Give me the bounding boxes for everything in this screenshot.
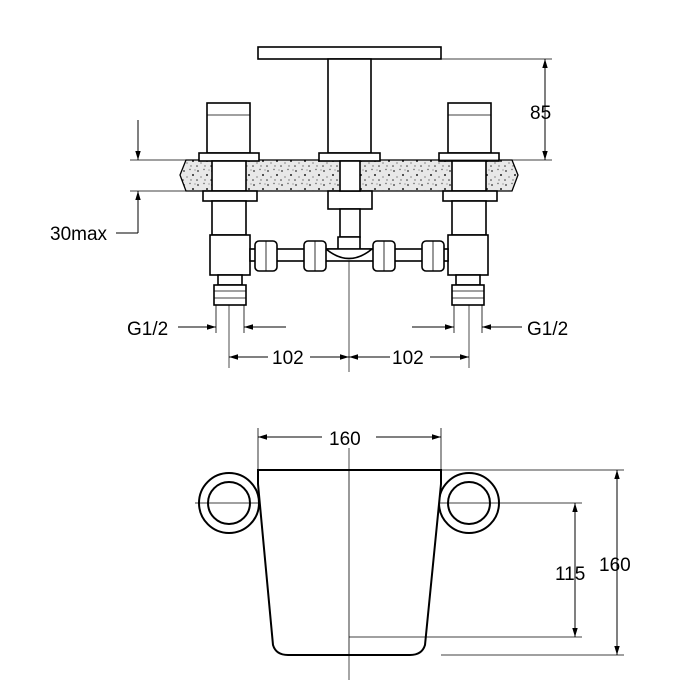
dim-spout-reach-inner-label: 115 bbox=[555, 564, 585, 585]
left-handle-inner-ring bbox=[207, 481, 251, 525]
dim-85-label: 85 bbox=[530, 103, 551, 124]
dim-85: 85 bbox=[380, 58, 552, 161]
spout-under-nut bbox=[327, 190, 373, 210]
spout-head-plate bbox=[257, 46, 442, 60]
dim-spacing: 102 102 bbox=[229, 348, 469, 369]
right-valve bbox=[438, 102, 500, 306]
spout-tee-stem bbox=[339, 208, 361, 238]
dim-spacing-left-label: 102 bbox=[272, 348, 304, 369]
dim-thread-right: G1/2 bbox=[412, 305, 568, 340]
left-valve-handle bbox=[206, 102, 251, 154]
right-valve-handle bbox=[447, 102, 492, 154]
dim-30max: 30max bbox=[50, 120, 186, 245]
right-valve-nut bbox=[442, 190, 498, 202]
front-elevation: 85 30max G1/2 G1/2 bbox=[50, 46, 568, 372]
left-valve-flange bbox=[198, 152, 260, 162]
dim-spacing-right-label: 102 bbox=[392, 348, 424, 369]
right-inlet-fitting bbox=[451, 284, 485, 306]
dim-spout-width: 160 bbox=[257, 428, 442, 470]
connecting-pipe bbox=[249, 236, 449, 272]
left-valve-nut bbox=[202, 190, 258, 202]
spout-base-flange bbox=[318, 152, 381, 162]
dim-thread-right-label: G1/2 bbox=[527, 319, 568, 340]
top-view: 160 115 160 bbox=[195, 428, 631, 680]
spout-shank bbox=[339, 160, 361, 192]
left-inlet-fitting bbox=[213, 284, 247, 306]
dim-30max-label: 30max bbox=[50, 224, 108, 245]
spout-column bbox=[327, 58, 372, 154]
dim-thread-left-label: G1/2 bbox=[127, 319, 168, 340]
dim-spout-reach-inner: 115 bbox=[349, 502, 585, 638]
right-valve-body bbox=[447, 234, 489, 276]
left-valve bbox=[198, 102, 260, 306]
left-valve-body bbox=[209, 234, 251, 276]
dim-thread-left: G1/2 bbox=[127, 305, 286, 340]
dim-spout-width-label: 160 bbox=[329, 429, 361, 450]
dim-spout-reach-total: 160 bbox=[441, 469, 631, 656]
right-handle-inner-ring bbox=[447, 481, 491, 525]
spout-plate-outline bbox=[257, 469, 442, 656]
dim-spout-reach-total-label: 160 bbox=[599, 555, 631, 576]
